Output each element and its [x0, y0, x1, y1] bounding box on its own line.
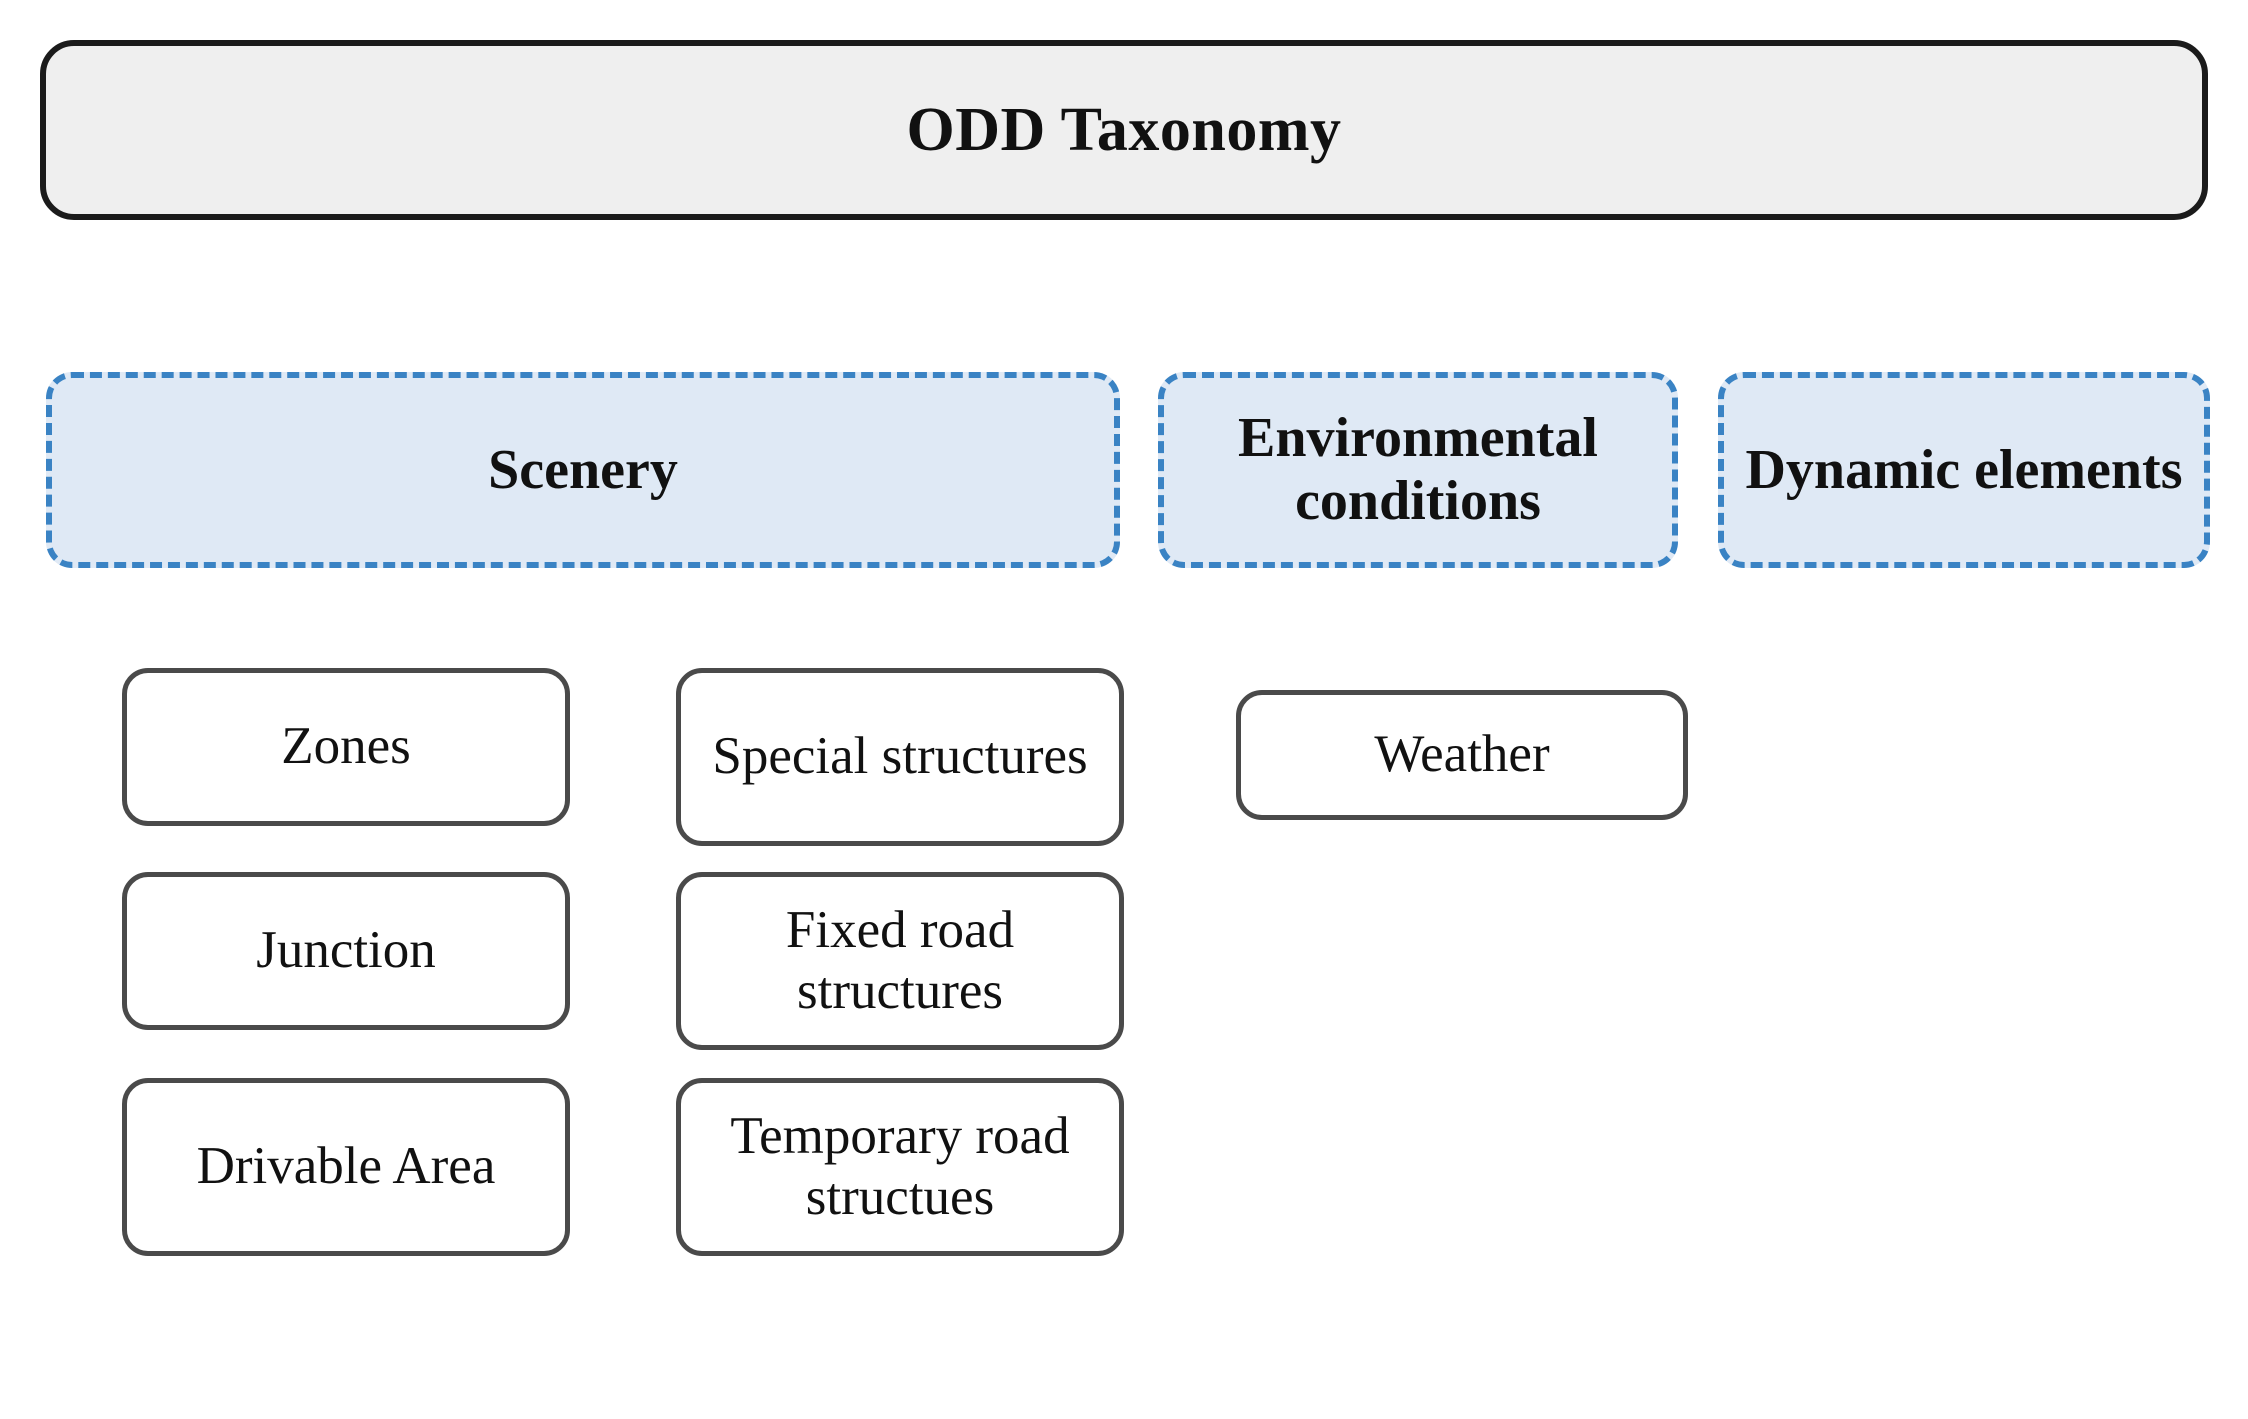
root-node-label: ODD Taxonomy — [906, 95, 1342, 164]
leaf-node-fixed-road-structures: Fixed road structures — [676, 872, 1124, 1050]
category-label-scenery: Scenery — [488, 438, 678, 501]
leaf-label-special-structures: Special structures — [712, 727, 1088, 786]
leaf-node-special-structures: Special structures — [676, 668, 1124, 846]
category-label-dynamic-elements: Dynamic elements — [1745, 438, 2183, 501]
leaf-label-weather: Weather — [1374, 725, 1550, 784]
category-label-environmental-conditions: Environmental conditions — [1238, 407, 1598, 532]
leaf-label-drivable-area: Drivable Area — [196, 1137, 496, 1196]
leaf-node-zones: Zones — [122, 668, 570, 826]
leaf-label-temporary-road-structues: Temporary road structues — [730, 1106, 1070, 1226]
category-node-scenery: Scenery — [46, 372, 1120, 568]
leaf-label-zones: Zones — [281, 717, 411, 776]
leaf-node-drivable-area: Drivable Area — [122, 1078, 570, 1256]
leaf-node-weather: Weather — [1236, 690, 1688, 820]
root-node-odd-taxonomy: ODD Taxonomy — [40, 40, 2208, 220]
leaf-node-temporary-road-structues: Temporary road structues — [676, 1078, 1124, 1256]
category-node-dynamic-elements: Dynamic elements — [1718, 372, 2210, 568]
leaf-node-junction: Junction — [122, 872, 570, 1030]
leaf-label-fixed-road-structures: Fixed road structures — [785, 900, 1015, 1020]
leaf-label-junction: Junction — [256, 921, 436, 980]
category-node-environmental-conditions: Environmental conditions — [1158, 372, 1678, 568]
